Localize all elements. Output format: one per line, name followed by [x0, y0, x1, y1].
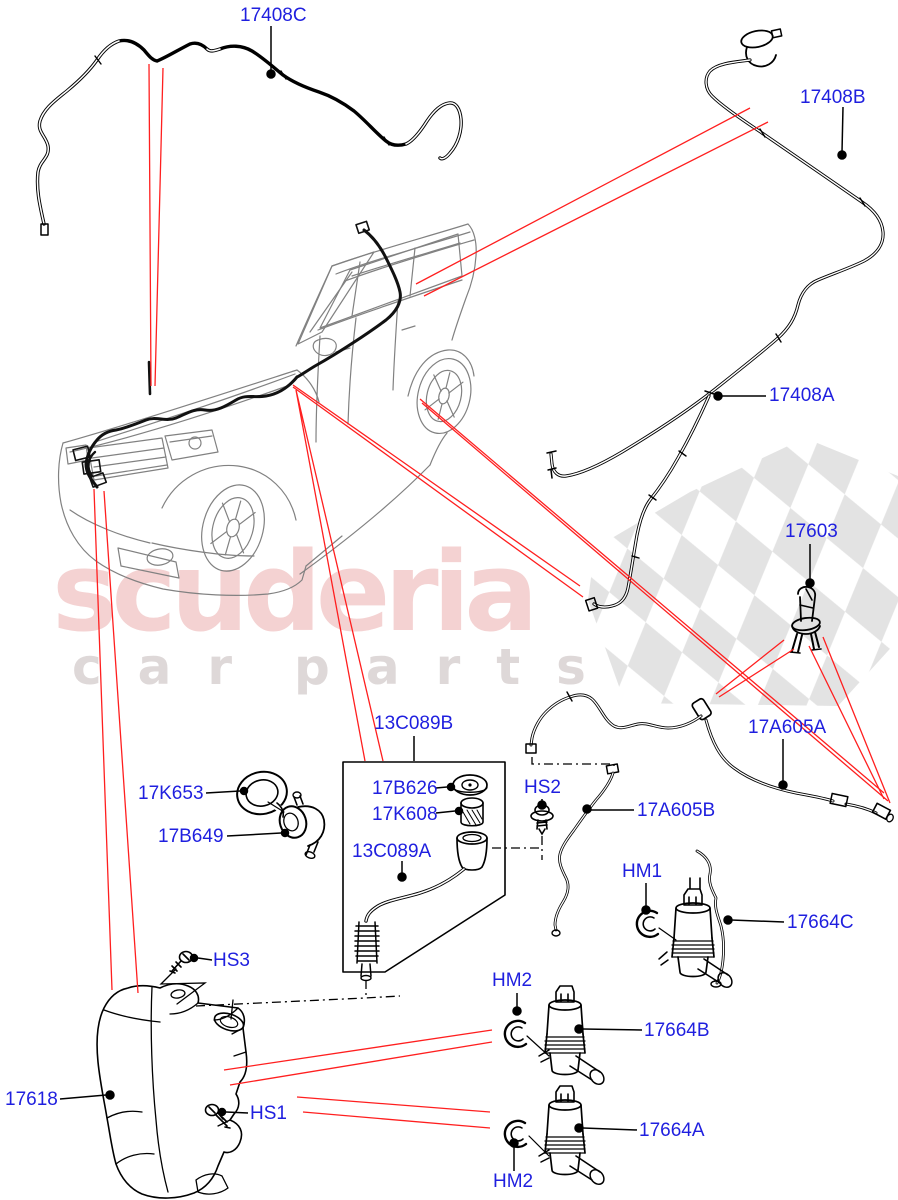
grommet-HM1 [635, 909, 660, 939]
part-label-17A605A[interactable]: 17A605A [748, 717, 827, 738]
part-drawing-17664B [526, 985, 605, 1085]
part-drawing-13C089B-box [342, 761, 506, 982]
part-label-13C089B[interactable]: 13C089B [374, 713, 454, 734]
screw-HS1 [204, 1103, 231, 1129]
label-leader-lines [59, 26, 847, 1171]
part-drawing-17B649 [278, 791, 326, 859]
vehicle-illustration [57, 223, 477, 596]
part-label-HS3[interactable]: HS3 [213, 950, 250, 971]
watermark-brand: scuderia [52, 528, 539, 656]
red-locator-lines [93, 63, 891, 1129]
part-label-17B626[interactable]: 17B626 [372, 778, 438, 799]
part-drawing-17408B [546, 28, 885, 479]
part-label-17618[interactable]: 17618 [5, 1089, 58, 1110]
part-label-17603[interactable]: 17603 [785, 521, 838, 542]
part-label-17408B[interactable]: 17408B [800, 87, 866, 108]
part-drawing-17618 [96, 983, 248, 1199]
part-label-HM1[interactable]: HM1 [622, 861, 663, 882]
part-label-HM2-bottom[interactable]: HM2 [493, 1171, 534, 1192]
assembly-connection-lines [195, 757, 615, 1007]
part-drawing-17664A [528, 1085, 605, 1185]
part-drawing-13C089A [354, 831, 488, 982]
part-label-17K653[interactable]: 17K653 [138, 783, 204, 804]
part-label-17408A[interactable]: 17408A [769, 385, 835, 406]
part-label-17664C[interactable]: 17664C [787, 912, 854, 933]
vehicle-hose-routing [72, 220, 402, 489]
part-label-13C089A[interactable]: 13C089A [352, 841, 432, 862]
grommet-HM2-top [503, 1019, 528, 1049]
part-label-17664B[interactable]: 17664B [644, 1020, 710, 1041]
watermark-tagline-word1: car [72, 638, 269, 696]
part-label-17408C[interactable]: 17408C [240, 5, 307, 26]
part-drawing-17603 [789, 585, 822, 654]
part-drawing-17664C [658, 849, 733, 988]
part-drawing-17K608 [460, 797, 484, 827]
grommet-HM2-bottom [503, 1119, 528, 1149]
watermark-checker-flag [588, 438, 898, 706]
part-label-17B649[interactable]: 17B649 [158, 826, 224, 847]
part-label-17664A[interactable]: 17664A [639, 1120, 705, 1141]
part-label-HS2[interactable]: HS2 [524, 777, 561, 798]
part-drawing-17408C [35, 38, 463, 236]
part-label-HM2-top[interactable]: HM2 [492, 970, 533, 991]
part-label-17K608[interactable]: 17K608 [372, 804, 438, 825]
part-drawing-17A605A [525, 691, 894, 823]
watermark-tagline-word2: parts [294, 638, 622, 696]
part-label-HS1[interactable]: HS1 [250, 1103, 287, 1124]
part-drawing-17A605B [551, 763, 620, 937]
part-drawing-17408A [584, 390, 715, 612]
part-label-17A605B[interactable]: 17A605B [637, 800, 716, 821]
part-drawing-17B626 [452, 774, 488, 796]
